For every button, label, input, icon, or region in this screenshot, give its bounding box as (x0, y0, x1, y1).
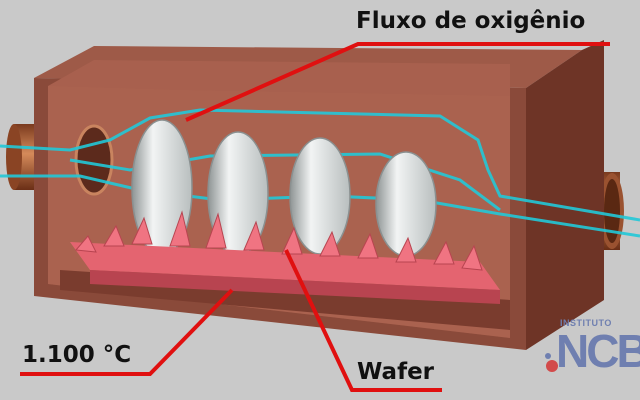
temperature-callout (20, 288, 234, 376)
ncb-logo-icon (545, 353, 558, 372)
callout-lines (20, 42, 610, 392)
oxygen-flow-lines (0, 108, 640, 238)
logo-institute-text: INSTITUTO (560, 318, 612, 328)
oxygen-flow-callout (185, 42, 610, 122)
wafer-callout (284, 249, 442, 392)
heater-rack (70, 210, 500, 304)
wafers (131, 119, 437, 257)
inlet-port (74, 124, 114, 196)
wafer (289, 137, 351, 255)
wafer (375, 151, 437, 257)
temperature-label: 1.100 °C (22, 342, 132, 368)
logo-ncb-text: NCB (556, 325, 640, 377)
oxygen-flow-label: Fluxo de oxigênio (356, 8, 586, 34)
wafer-label: Wafer (357, 359, 435, 385)
